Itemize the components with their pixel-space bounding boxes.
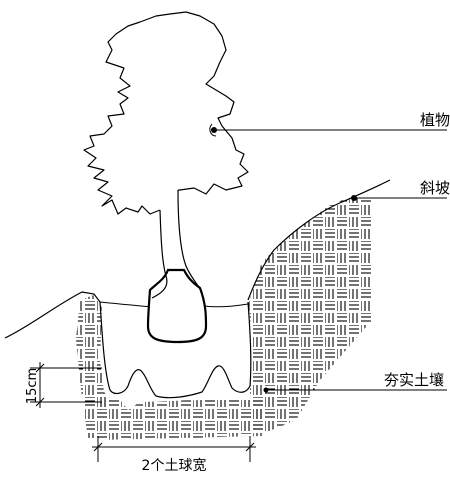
root-ball bbox=[146, 268, 208, 344]
compacted-soil-label: 夯实土壤 bbox=[384, 371, 444, 389]
slope-line bbox=[247, 179, 391, 301]
tree-trunk bbox=[151, 189, 203, 299]
width-label: 2个土球宽 bbox=[142, 457, 207, 474]
plant-leader bbox=[211, 127, 447, 133]
plant-label: 植物 bbox=[420, 111, 450, 129]
depth-dimension bbox=[30, 362, 102, 408]
compacted-soil-bottom bbox=[100, 400, 262, 440]
planting-pit-outline bbox=[99, 301, 252, 399]
width-dimension bbox=[92, 436, 256, 462]
ground-surface-line bbox=[4, 291, 101, 339]
compacted-soil-leader bbox=[263, 387, 447, 393]
tree-canopy-detail bbox=[209, 123, 217, 137]
depth-label: 15cm bbox=[25, 368, 40, 404]
compacted-soil-right bbox=[248, 198, 372, 434]
tree-canopy bbox=[83, 11, 249, 215]
slope-label: 斜坡 bbox=[420, 179, 450, 197]
slope-leader bbox=[351, 195, 447, 201]
